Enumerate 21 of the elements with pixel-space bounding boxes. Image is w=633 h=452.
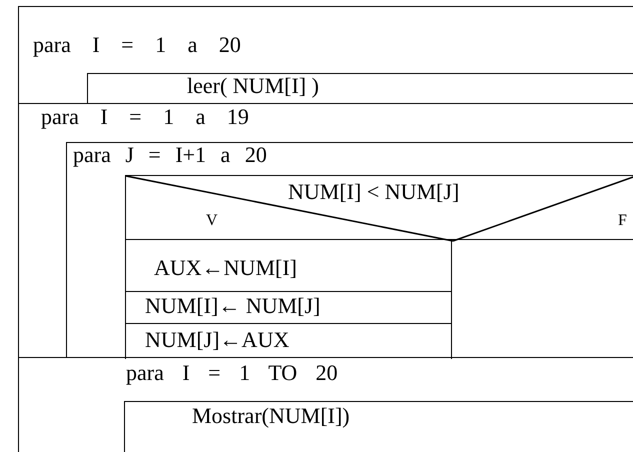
statement-text: AUX←NUM[I]: [154, 256, 297, 280]
loop-block: [18, 357, 633, 452]
loop-block: [18, 6, 633, 103]
statement-block: [125, 292, 452, 324]
statement-text: NUM[J]←AUX: [145, 328, 290, 352]
loop-header: para J = I+1 a 20: [73, 143, 267, 168]
statement-block: [124, 401, 633, 452]
statement-text: Mostrar(NUM[I]): [192, 404, 350, 428]
statement-block: [125, 324, 452, 359]
condition-text: NUM[I] < NUM[J]: [288, 180, 460, 204]
statement-text: NUM[I]← NUM[J]: [145, 294, 320, 318]
false-branch-label: F: [618, 212, 627, 230]
true-branch-label: V: [206, 212, 218, 230]
statement-block: [87, 73, 633, 104]
loop-header: para I = 1 a 19: [41, 105, 249, 130]
loop-block: [18, 103, 633, 357]
statement-text: leer( NUM[I] ): [187, 74, 319, 98]
loop-block: [66, 142, 633, 358]
loop-header: para I = 1 a 20: [33, 33, 241, 58]
statement-block: [125, 240, 452, 292]
loop-header: para I = 1 TO 20: [126, 361, 338, 386]
